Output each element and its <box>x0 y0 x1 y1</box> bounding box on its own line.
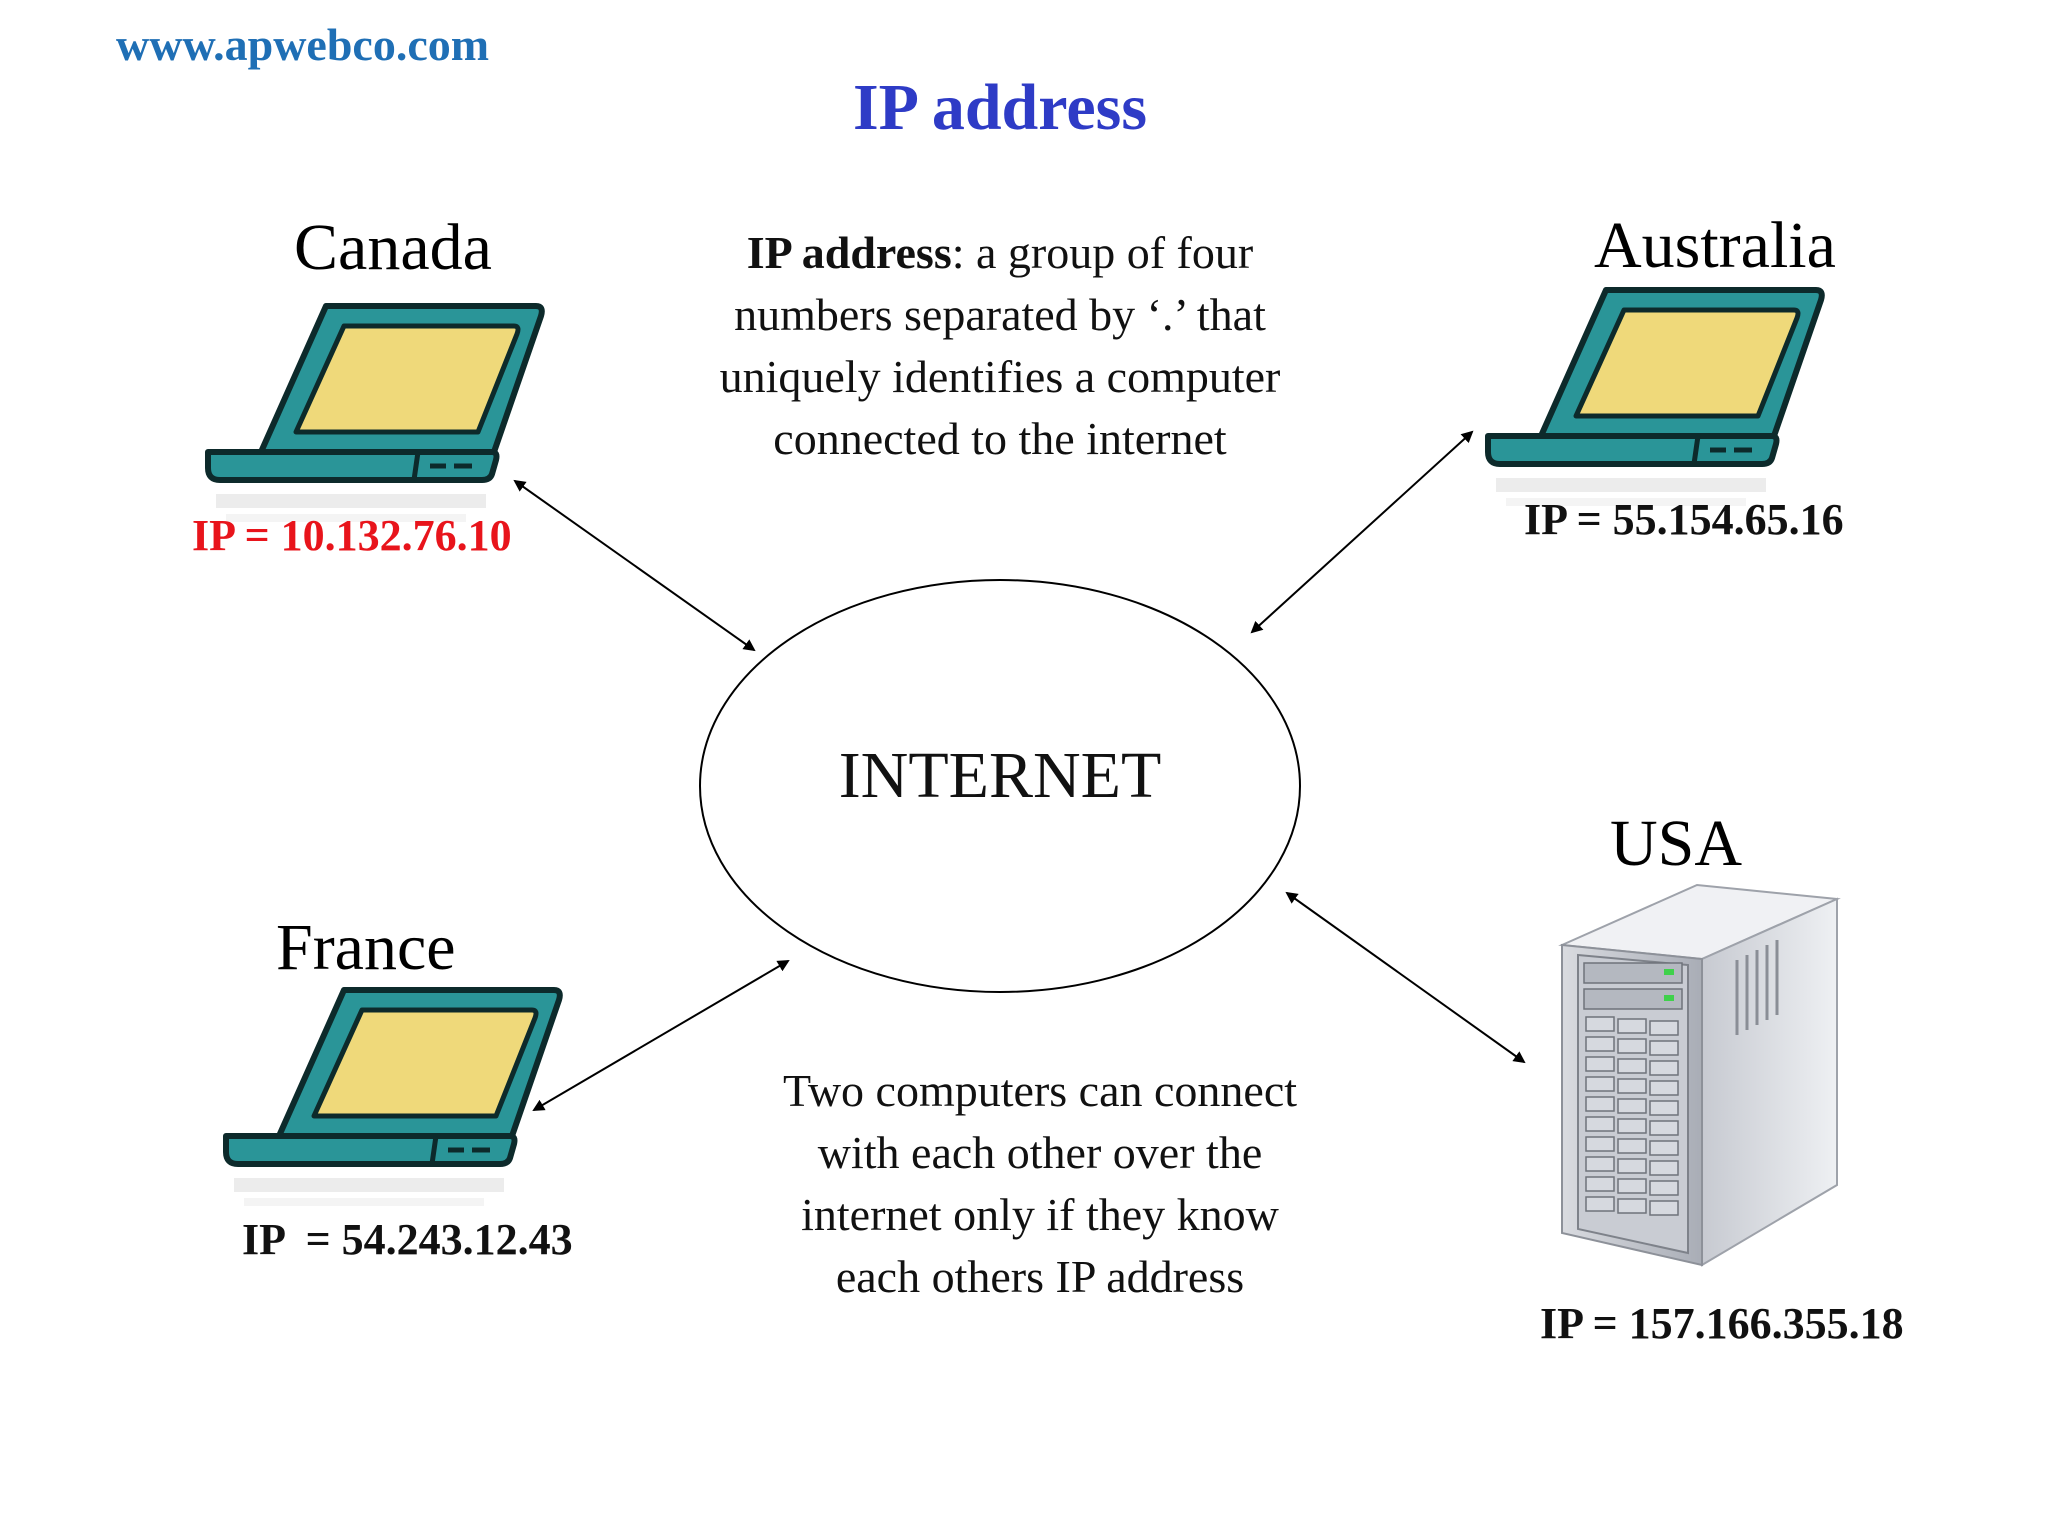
link-france <box>532 959 790 1112</box>
ip-definition: IP address: a group of four numbers sepa… <box>690 222 1310 470</box>
laptop-icon <box>1485 287 1825 506</box>
page-title: IP address <box>852 71 1148 144</box>
link-australia <box>1250 430 1474 634</box>
definition-term: IP address <box>746 227 952 278</box>
country-label-australia: Australia <box>1594 209 1836 282</box>
ip-label-canada: IP = 10.132.76.10 <box>192 511 512 560</box>
internet-cloud <box>699 579 1301 993</box>
link-canada <box>513 479 756 652</box>
ip-label-france: IP = 54.243.12.43 <box>242 1215 573 1264</box>
ip-label-usa: IP = 157.166.355.18 <box>1540 1299 1904 1348</box>
country-label-canada: Canada <box>294 211 492 284</box>
internet-label: INTERNET <box>838 739 1162 812</box>
server-icon <box>1558 883 1841 1267</box>
laptop-icon <box>223 987 563 1206</box>
country-label-usa: USA <box>1610 807 1743 880</box>
site-url[interactable]: www.apwebco.com <box>116 19 490 70</box>
ip-label-australia: IP = 55.154.65.16 <box>1524 495 1844 544</box>
laptop-icon <box>205 303 545 522</box>
connection-note: Two computers can connect with each othe… <box>782 1065 1298 1302</box>
country-label-france: France <box>276 911 456 984</box>
link-usa <box>1285 891 1526 1064</box>
definition-text: : a group of four numbers separated by ‘… <box>719 227 1281 464</box>
